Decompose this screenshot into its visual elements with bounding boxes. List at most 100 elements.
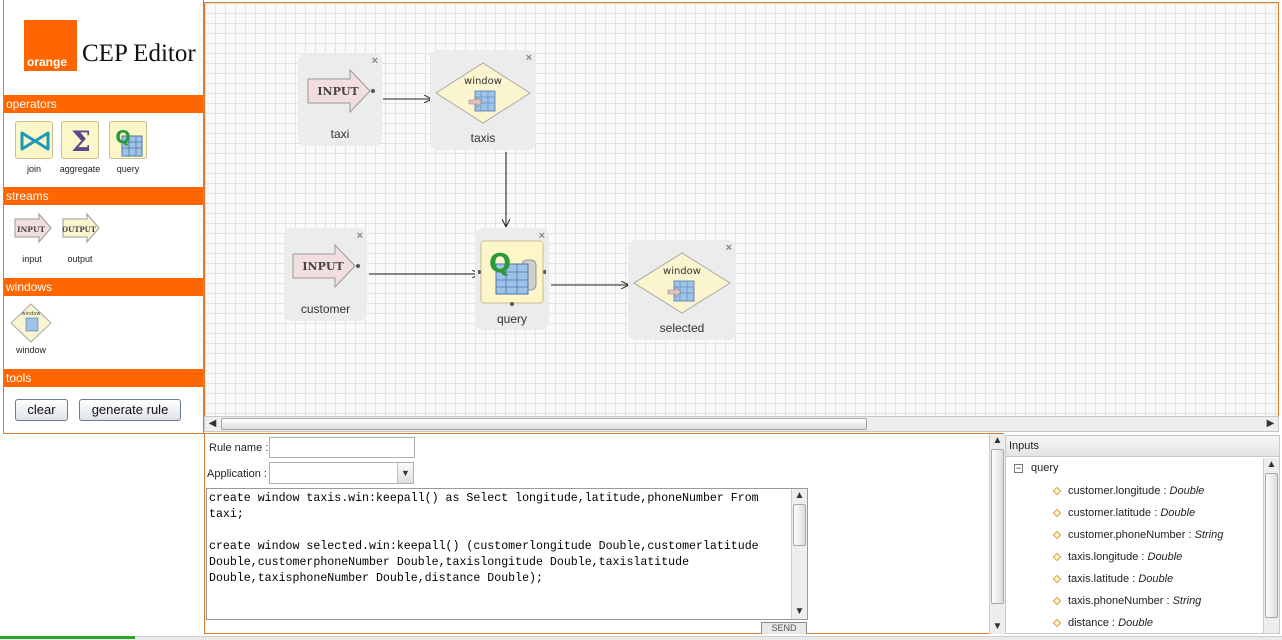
scroll-up-icon[interactable]: ▲ <box>1266 459 1277 470</box>
logo-text: orange <box>27 55 68 69</box>
close-icon[interactable]: × <box>538 230 545 242</box>
scroll-down-icon[interactable]: ▼ <box>992 621 1003 632</box>
component-palette: orange CEP Editor operators join Σ aggre… <box>3 0 204 434</box>
rule-name-input[interactable] <box>269 437 415 458</box>
input-arrow-icon: INPUT <box>307 69 375 113</box>
field-diamond-icon <box>1052 486 1062 496</box>
join-icon <box>15 121 53 159</box>
tool-output[interactable]: OUTPUT output <box>56 212 104 264</box>
editor-scroll-thumb[interactable] <box>793 504 806 546</box>
tool-window[interactable]: window window <box>7 303 55 355</box>
node-taxis-label: taxis <box>470 131 496 145</box>
inputs-vertical-scrollbar[interactable]: ▲ <box>1263 458 1279 633</box>
tools-heading: tools <box>4 369 203 387</box>
windows-heading: windows <box>4 278 203 296</box>
scroll-left-icon[interactable]: ◀ <box>208 418 217 429</box>
application-select[interactable]: ▼ <box>269 462 414 484</box>
close-icon[interactable]: × <box>725 242 732 254</box>
rule-code-text[interactable]: create window taxis.win:keepall() as Sel… <box>209 492 759 585</box>
node-customer-label: customer <box>300 302 351 316</box>
scroll-right-icon[interactable]: ▶ <box>1266 418 1275 429</box>
status-strip <box>0 636 1282 640</box>
diagram-canvas[interactable]: × INPUT taxi × window taxis × INPUT cust… <box>204 2 1279 416</box>
node-query[interactable]: × Q query <box>475 228 549 330</box>
operators-heading: operators <box>4 95 203 113</box>
tool-join[interactable]: join <box>10 121 58 174</box>
orange-logo: orange <box>24 20 77 71</box>
svg-text:Q: Q <box>489 249 511 279</box>
tool-query[interactable]: Q query <box>104 121 152 174</box>
tree-root-query[interactable]: −query <box>1014 462 1059 474</box>
tool-input-label: input <box>22 254 42 264</box>
svg-text:window: window <box>464 76 502 87</box>
generate-rule-button[interactable]: generate rule <box>79 399 181 421</box>
tree-item[interactable]: distance : Double <box>1052 617 1153 629</box>
collapse-icon[interactable]: − <box>1014 462 1023 473</box>
field-diamond-icon <box>1052 574 1062 584</box>
tree-item[interactable]: customer.phoneNumber : String <box>1052 529 1223 541</box>
output-arrow-icon: OUTPUT <box>61 212 100 251</box>
close-icon[interactable]: × <box>356 230 363 242</box>
input-arrow-icon: INPUT <box>292 244 360 288</box>
tool-output-label: output <box>67 254 93 264</box>
tree-item[interactable]: taxis.longitude : Double <box>1052 551 1182 563</box>
inputs-panel: Inputs −query customer.longitude : Doubl… <box>1005 435 1280 634</box>
svg-text:OUTPUT: OUTPUT <box>62 225 97 234</box>
query-icon: Q <box>478 240 546 306</box>
svg-text:INPUT: INPUT <box>17 225 46 234</box>
tree-item[interactable]: taxis.phoneNumber : String <box>1052 595 1201 607</box>
tool-window-label: window <box>15 345 46 355</box>
window-diamond-icon: window <box>633 252 731 314</box>
send-button[interactable]: SEND <box>761 622 807 634</box>
editor-vertical-scrollbar[interactable]: ▲ ▼ <box>791 489 807 619</box>
scroll-up-icon[interactable]: ▲ <box>794 490 805 501</box>
close-icon[interactable]: × <box>371 55 378 67</box>
diagram-edges <box>369 3 1280 417</box>
app-title: CEP Editor <box>82 40 196 67</box>
rule-code-editor[interactable]: create window taxis.win:keepall() as Sel… <box>206 488 808 620</box>
node-taxi[interactable]: × INPUT taxi <box>298 53 382 146</box>
window-diamond-icon: window <box>9 303 53 343</box>
tool-aggregate-label: aggregate <box>59 164 101 174</box>
rule-panel-vertical-scrollbar[interactable]: ▲ ▼ <box>989 434 1005 634</box>
svg-text:INPUT: INPUT <box>302 260 344 273</box>
streams-heading: streams <box>4 187 203 205</box>
field-diamond-icon <box>1052 618 1062 628</box>
window-diamond-icon: window <box>435 62 531 124</box>
clear-button[interactable]: clear <box>15 399 68 421</box>
rule-panel: Rule name : Application : ▼ create windo… <box>204 433 1005 634</box>
node-taxis[interactable]: × window taxis <box>430 50 536 150</box>
inputs-scroll-thumb[interactable] <box>1265 473 1278 618</box>
node-customer[interactable]: × INPUT customer <box>284 228 367 321</box>
svg-text:INPUT: INPUT <box>317 85 359 98</box>
horizontal-scroll-thumb[interactable] <box>221 418 867 430</box>
tree-item[interactable]: customer.longitude : Double <box>1052 485 1204 497</box>
scroll-up-icon[interactable]: ▲ <box>992 435 1003 446</box>
sigma-icon: Σ <box>61 121 99 159</box>
field-diamond-icon <box>1052 596 1062 606</box>
canvas-horizontal-scrollbar[interactable]: ◀ ▶ <box>204 416 1279 432</box>
tool-input[interactable]: INPUT input <box>8 212 56 264</box>
chevron-down-icon[interactable]: ▼ <box>397 463 413 483</box>
svg-text:Q: Q <box>115 127 130 148</box>
node-taxi-label: taxi <box>330 127 350 141</box>
rule-panel-scroll-thumb[interactable] <box>991 449 1004 604</box>
inputs-header: Inputs <box>1006 436 1279 457</box>
svg-text:window: window <box>22 311 41 317</box>
tree-item[interactable]: taxis.latitude : Double <box>1052 573 1173 585</box>
rule-name-label: Rule name : <box>209 442 269 454</box>
node-selected[interactable]: × window selected <box>628 240 736 340</box>
node-selected-label: selected <box>659 321 705 335</box>
svg-text:window: window <box>663 266 701 277</box>
field-diamond-icon <box>1052 552 1062 562</box>
scroll-down-icon[interactable]: ▼ <box>794 606 805 617</box>
svg-text:Σ: Σ <box>71 125 91 158</box>
field-diamond-icon <box>1052 508 1062 518</box>
progress-indicator <box>0 636 135 639</box>
tree-item[interactable]: customer.latitude : Double <box>1052 507 1195 519</box>
tool-aggregate[interactable]: Σ aggregate <box>56 121 104 174</box>
query-icon: Q <box>109 121 147 159</box>
tree-root-label: query <box>1031 462 1059 474</box>
close-icon[interactable]: × <box>525 52 532 64</box>
tool-query-label: query <box>116 164 140 174</box>
